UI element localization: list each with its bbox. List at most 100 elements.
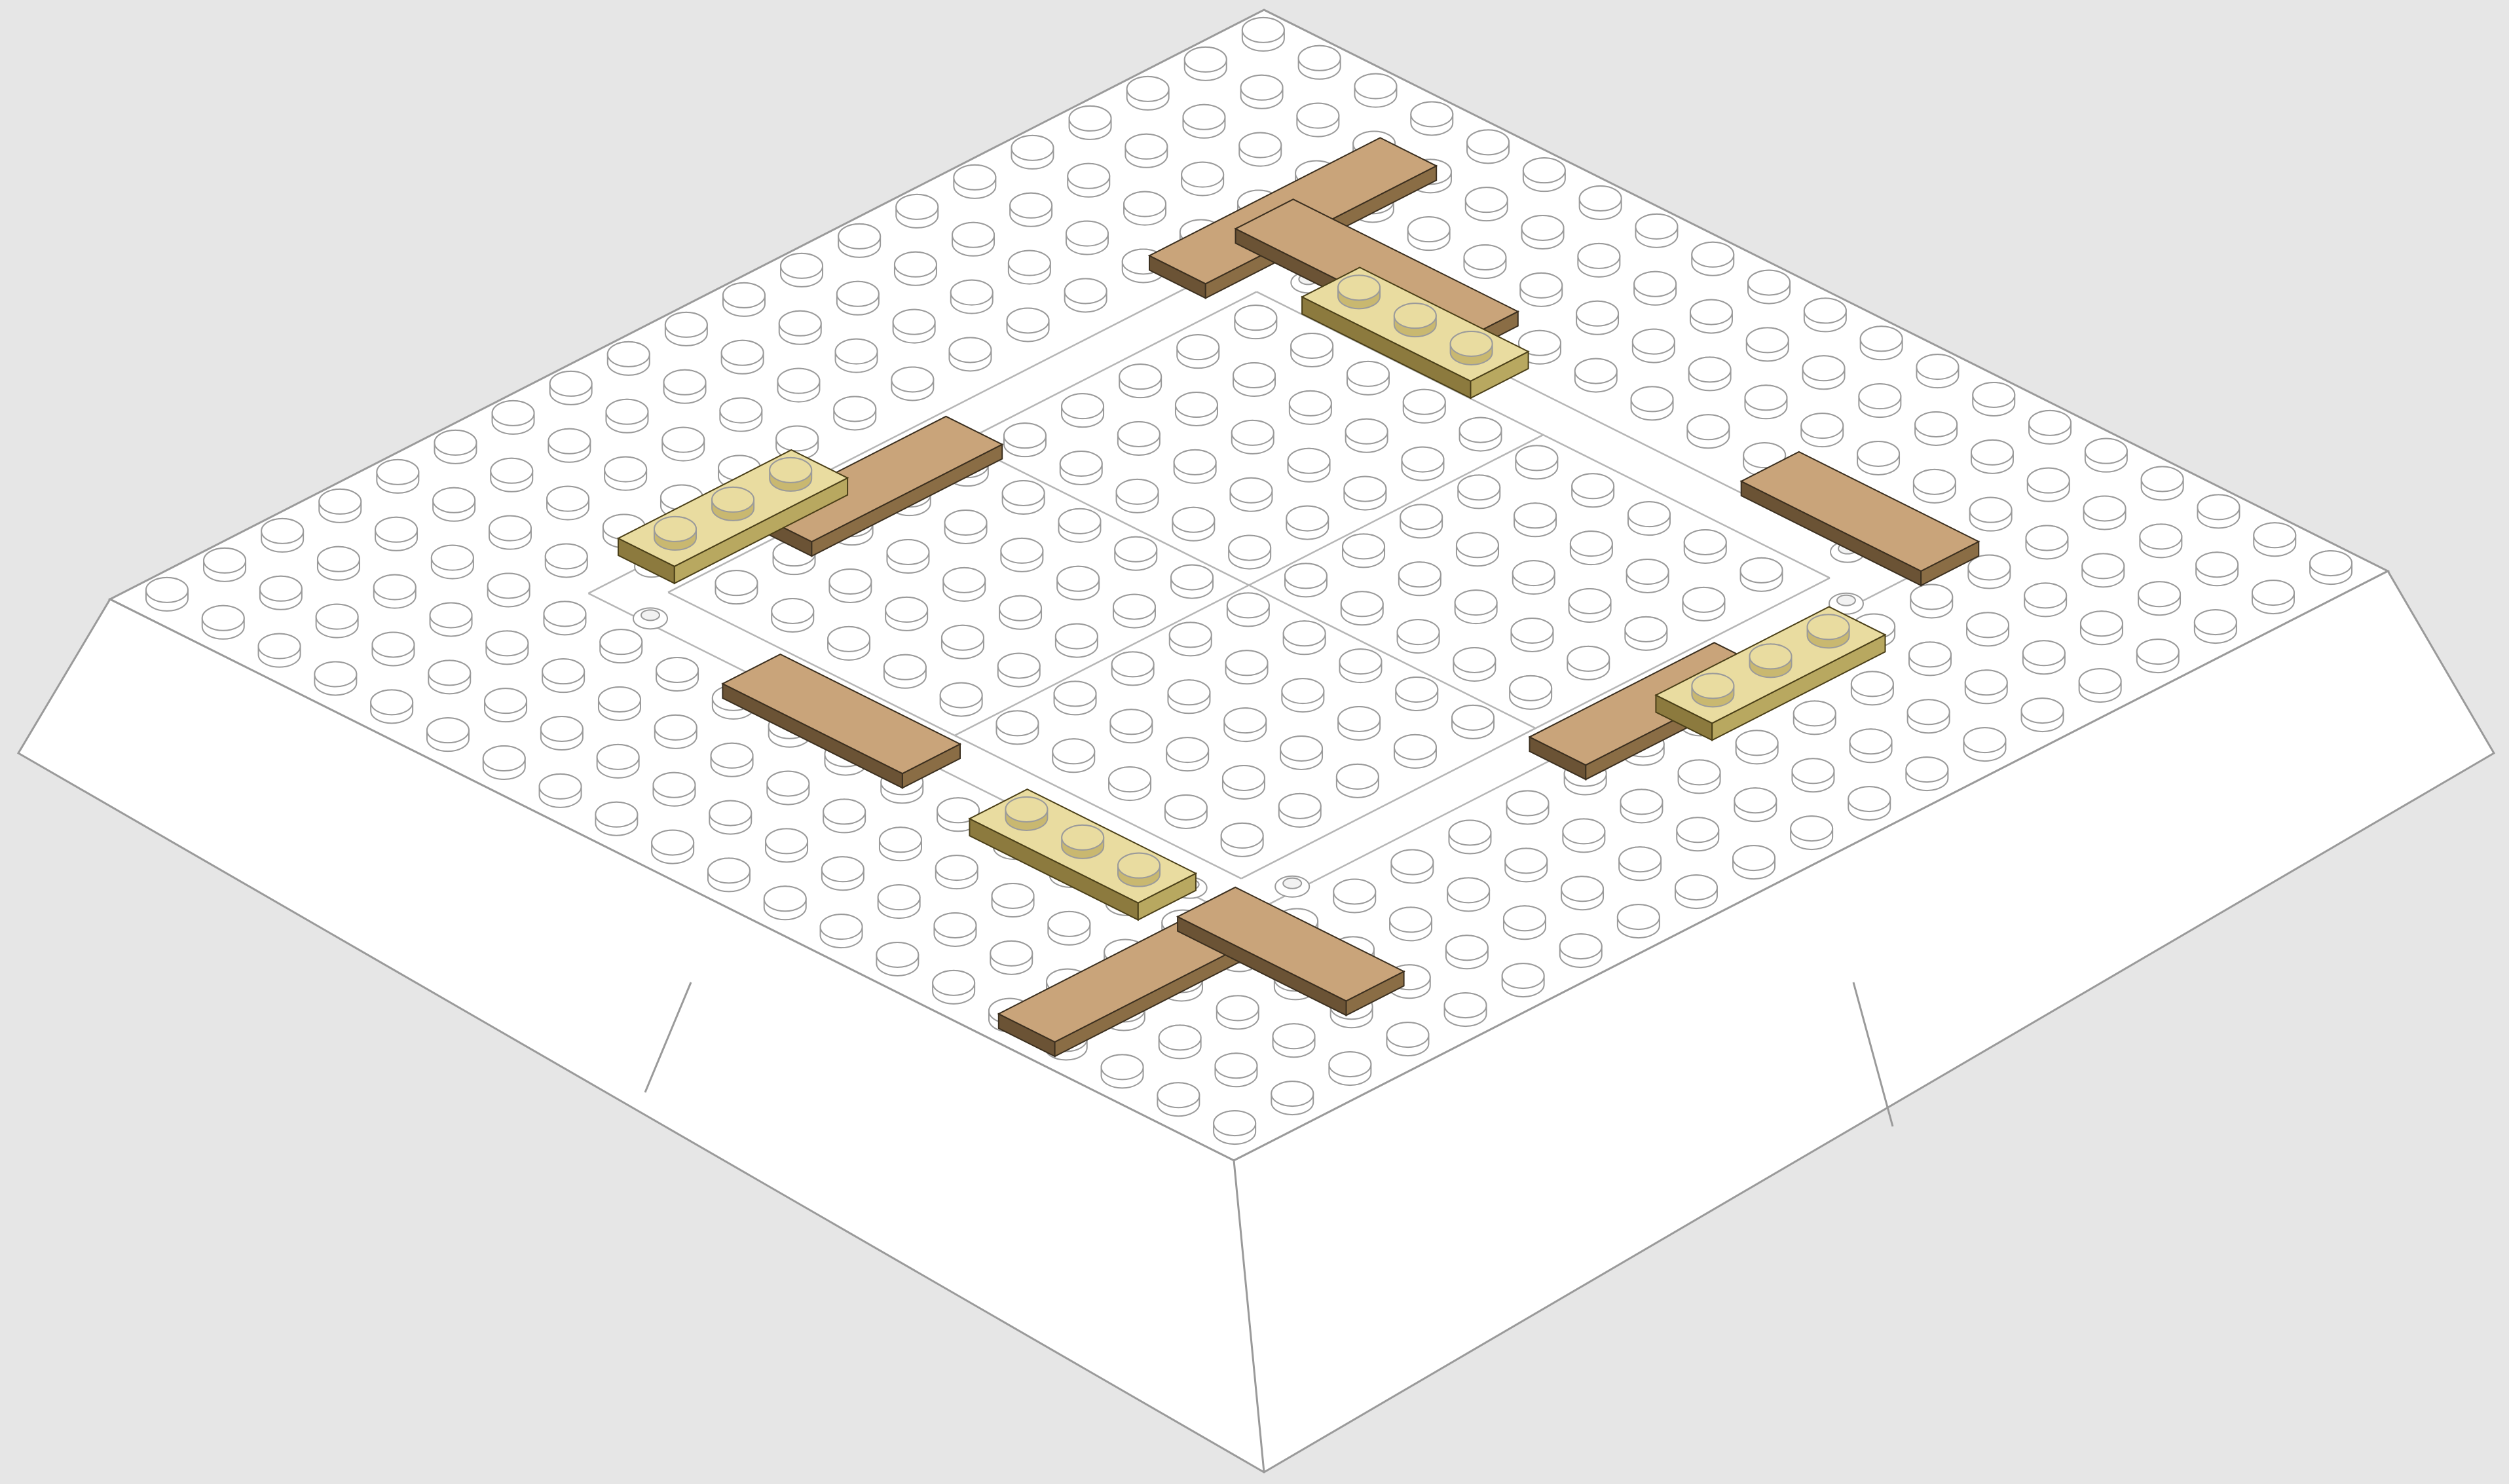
stud: [895, 252, 937, 286]
stud: [2252, 580, 2294, 614]
stud: [893, 310, 935, 343]
stud: [878, 885, 920, 918]
stud: [600, 629, 642, 663]
stud: [1168, 680, 1210, 713]
stud: [1233, 363, 1275, 396]
stud: [1069, 106, 1111, 139]
stud: [1859, 384, 1901, 417]
stud: [715, 570, 757, 604]
stud: [1396, 677, 1438, 711]
stud: [2028, 468, 2070, 502]
stud: [829, 569, 871, 603]
stud: [1455, 590, 1497, 623]
stud: [1171, 565, 1213, 599]
stud: [1181, 162, 1223, 196]
stud: [1804, 298, 1846, 331]
stud: [1125, 134, 1167, 168]
stud: [1402, 447, 1443, 481]
stud: [1794, 701, 1836, 734]
stud: [316, 604, 358, 638]
stud: [1572, 473, 1614, 507]
stud: [1453, 648, 1495, 681]
stud: [1224, 708, 1266, 741]
stud: [1502, 963, 1544, 997]
stud: [1235, 305, 1276, 339]
stud: [1232, 420, 1274, 454]
stud: [1633, 329, 1675, 363]
stud: [1271, 1081, 1313, 1115]
stud: [1464, 245, 1506, 278]
stud: [1280, 736, 1322, 770]
stud: [1174, 450, 1216, 483]
stud: [1001, 538, 1043, 572]
stud: [1159, 1025, 1201, 1058]
stud: [260, 576, 302, 610]
stud: [767, 771, 809, 805]
stud: [887, 540, 929, 573]
stud: [1241, 75, 1283, 109]
stud: [1851, 671, 1893, 705]
stud: [764, 886, 806, 919]
stud: [1009, 251, 1050, 284]
stud: [485, 688, 527, 722]
stud: [1115, 537, 1157, 570]
stud: [1343, 534, 1385, 567]
stud: [1057, 566, 1099, 600]
stud: [1341, 591, 1383, 625]
stud: [1690, 300, 1732, 333]
stud: [1452, 705, 1494, 739]
stud: [1062, 394, 1104, 427]
stud: [1299, 46, 1341, 79]
stud: [1344, 477, 1386, 510]
stud: [1748, 270, 1790, 304]
stud: [662, 428, 704, 461]
stud: [1446, 935, 1488, 969]
stud: [1391, 850, 1433, 883]
stud: [708, 858, 750, 891]
stud: [828, 627, 870, 660]
stud: [2137, 639, 2179, 673]
stud: [319, 489, 361, 523]
stud: [1447, 878, 1489, 911]
stud: [936, 855, 978, 889]
stud: [1520, 273, 1562, 306]
stud: [1007, 308, 1049, 341]
stud: [1909, 642, 1951, 675]
stud: [656, 658, 698, 691]
stud: [377, 460, 418, 493]
stud: [1284, 621, 1326, 654]
stud: [1963, 728, 2005, 761]
stud: [204, 548, 246, 582]
stud: [489, 516, 531, 549]
stud: [1803, 356, 1845, 389]
stud: [781, 253, 823, 287]
plate-stud: [1749, 644, 1791, 677]
stud: [1109, 767, 1151, 800]
stud: [428, 660, 470, 694]
stud: [1625, 617, 1667, 650]
stud: [548, 429, 590, 462]
stud: [1507, 791, 1549, 825]
stud: [940, 683, 982, 716]
stud: [1515, 445, 1557, 479]
round-stud: [1275, 876, 1309, 897]
stud: [1214, 1111, 1255, 1144]
stud: [1575, 359, 1617, 392]
stud: [665, 312, 707, 346]
stud: [1226, 650, 1268, 684]
stud: [1011, 136, 1053, 169]
stud: [1068, 164, 1109, 197]
plate-stud: [770, 458, 811, 491]
stud: [1563, 819, 1605, 852]
stud: [1338, 707, 1380, 740]
stud: [664, 370, 706, 403]
stud: [891, 367, 933, 400]
stud: [546, 544, 587, 577]
stud: [1291, 333, 1333, 367]
stud: [1466, 187, 1508, 221]
stud: [1635, 214, 1677, 248]
stud: [1689, 357, 1731, 390]
stud: [1467, 130, 1509, 163]
stud: [1185, 47, 1227, 81]
stud: [945, 510, 987, 544]
